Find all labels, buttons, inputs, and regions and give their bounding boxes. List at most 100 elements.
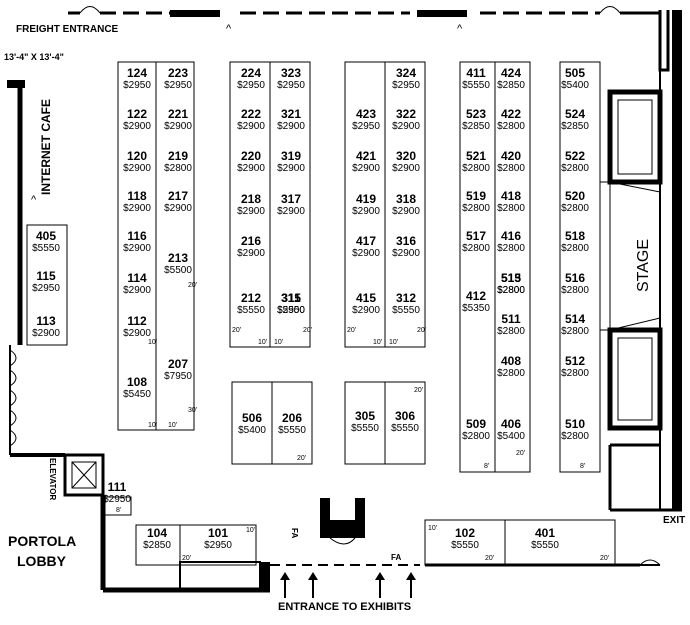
booth-311: 311$5550: [277, 291, 305, 316]
booth-labels: 124$2950223$2950122$2900221$2900120$2900…: [32, 66, 589, 551]
booth-514: 514$2800: [561, 312, 589, 337]
booth-number: 219: [168, 149, 188, 163]
booth-415: 415$2900: [352, 291, 380, 316]
booth-108: 108$5450: [123, 375, 151, 400]
booth-217: 217$2900: [164, 189, 192, 214]
booth-517: 517$2800: [462, 229, 490, 254]
booth-411: 411$5550: [462, 66, 490, 91]
booth-number: 408: [501, 354, 521, 368]
booth-price: $5350: [462, 303, 490, 314]
booth-number: 319: [281, 149, 301, 163]
booth-number: 505: [565, 66, 585, 80]
booth-322: 322$2900: [392, 107, 420, 132]
entrance-to-exhibits-label: ENTRANCE TO EXHIBITS: [278, 601, 411, 613]
booth-number: 405: [36, 229, 56, 243]
booth-price: $2900: [123, 285, 151, 296]
booth-number: 523: [466, 107, 486, 121]
booth-number: 120: [127, 149, 147, 163]
booth-price: $2800: [497, 203, 525, 214]
booth-520: 520$2800: [561, 189, 589, 214]
booth-number: 324: [396, 66, 416, 80]
booth-number: 118: [127, 189, 147, 203]
booth-124: 124$2950: [123, 66, 151, 91]
booth-number: 516: [565, 271, 585, 285]
booth-220: 220$2900: [237, 149, 265, 174]
booth-price: $2850: [462, 121, 490, 132]
booth-price: $2900: [392, 206, 420, 217]
booth-number: 113: [36, 314, 56, 328]
arrow-up-icon: [375, 572, 385, 598]
booth-number: 411: [466, 66, 486, 80]
entrance-arrows: [280, 572, 416, 598]
booth-number: 406: [501, 417, 521, 431]
booth-number: 305: [355, 409, 375, 423]
booth-305: 305$5550: [351, 409, 379, 434]
caret-up-icon: ^: [31, 194, 37, 206]
booth-320: 320$2900: [392, 149, 420, 174]
booth-price: $5550: [531, 540, 559, 551]
booth-price: $2950: [164, 80, 192, 91]
booth-216: 216$2900: [237, 234, 265, 259]
dim-label: 10': [274, 339, 283, 346]
booth-213: 213$5500: [164, 251, 192, 276]
booth-price: $2850: [497, 80, 525, 91]
booth-number: 517: [466, 229, 486, 243]
booth-number: 222: [241, 107, 261, 121]
caret-markers: ^ ^ ^: [31, 23, 463, 206]
booth-price: $5550: [351, 423, 379, 434]
dim-label: 10': [428, 525, 437, 532]
booth-505: 505$5400: [561, 66, 589, 91]
dim-label: 20': [232, 327, 241, 334]
booth-207: 207$7950: [164, 357, 192, 382]
booth-price: $2800: [561, 326, 589, 337]
booth-price: $2900: [237, 121, 265, 132]
booth-price: $2800: [561, 368, 589, 379]
booth-price: $2800: [561, 431, 589, 442]
booth-number: 223: [168, 66, 188, 80]
booth-price: $2800: [497, 326, 525, 337]
booth-113: 113$2900: [32, 314, 60, 339]
booth-price: $2950: [277, 80, 305, 91]
booth-price: $2800: [497, 285, 525, 296]
dim-label: 10': [246, 527, 255, 534]
dim-label: 20': [347, 327, 356, 334]
booth-419: 419$2900: [352, 192, 380, 217]
dim-label: 10': [148, 339, 157, 346]
booth-price: $2800: [164, 163, 192, 174]
booth-number: 518: [565, 229, 585, 243]
booth-number: 315: [281, 291, 301, 305]
booth-418: 418$2800: [497, 189, 525, 214]
dim-label: 20': [485, 555, 494, 562]
portola-lobby-label-1: PORTOLA: [8, 533, 76, 549]
arrow-up-icon: [308, 572, 318, 598]
booth-524: 524$2850: [561, 107, 589, 132]
booth-513: 513$2800: [497, 271, 525, 296]
booth-price: $5550: [32, 243, 60, 254]
booth-number: 512: [565, 354, 585, 368]
booth-price: $2800: [497, 121, 525, 132]
booth-price: $2800: [561, 163, 589, 174]
booth-number: 514: [565, 312, 585, 326]
booth-number: 122: [127, 107, 147, 121]
booth-price: $2800: [561, 203, 589, 214]
stage-label: STAGE: [635, 239, 652, 292]
booth-price: $2900: [123, 203, 151, 214]
booth-416: 416$2800: [497, 229, 525, 254]
booth-number: 521: [466, 149, 486, 163]
booth-519: 519$2800: [462, 189, 490, 214]
booth-206: 206$5550: [278, 411, 306, 436]
booth-price: $2900: [352, 163, 380, 174]
freight-dimensions-label: 13'-4" X 13'-4": [4, 52, 64, 62]
booth-number: 417: [356, 234, 376, 248]
booth-price: $5550: [392, 305, 420, 316]
booth-number: 216: [241, 234, 261, 248]
booth-512: 512$2800: [561, 354, 589, 379]
booth-price: $5550: [277, 305, 305, 316]
booth-417: 417$2900: [352, 234, 380, 259]
booth-price: $2900: [123, 121, 151, 132]
booth-number: 420: [501, 149, 521, 163]
booth-423: 423$2950: [352, 107, 380, 132]
caret-up-icon: ^: [457, 23, 463, 35]
booth-number: 419: [356, 192, 376, 206]
booth-price: $2900: [392, 121, 420, 132]
